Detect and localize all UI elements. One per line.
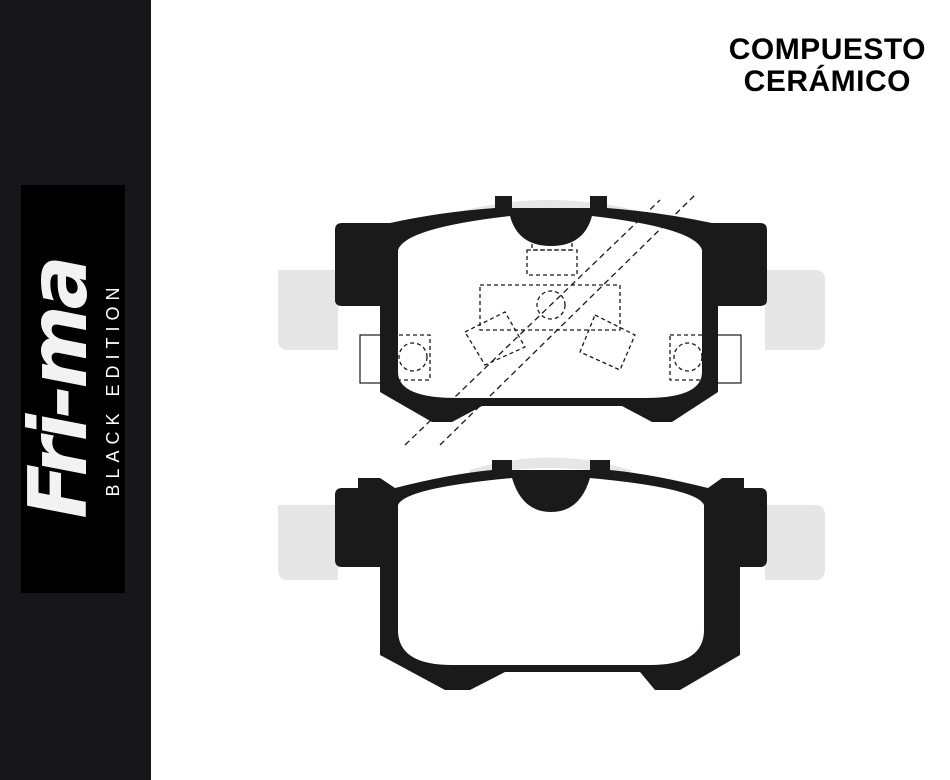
title-line-1: COMPUESTO [728, 33, 926, 66]
brand-logo: Fri-ma BLACK EDITION [12, 185, 125, 593]
title-line-2: CERÁMICO [743, 65, 912, 98]
dashed-hardware-outline [384, 219, 716, 381]
compound-title: COMPUESTO CERÁMICO [729, 34, 926, 98]
sidebar: Fri-ma BLACK EDITION [0, 0, 151, 780]
dashed-cut-lines [404, 194, 696, 446]
clip-outlines [359, 334, 742, 384]
